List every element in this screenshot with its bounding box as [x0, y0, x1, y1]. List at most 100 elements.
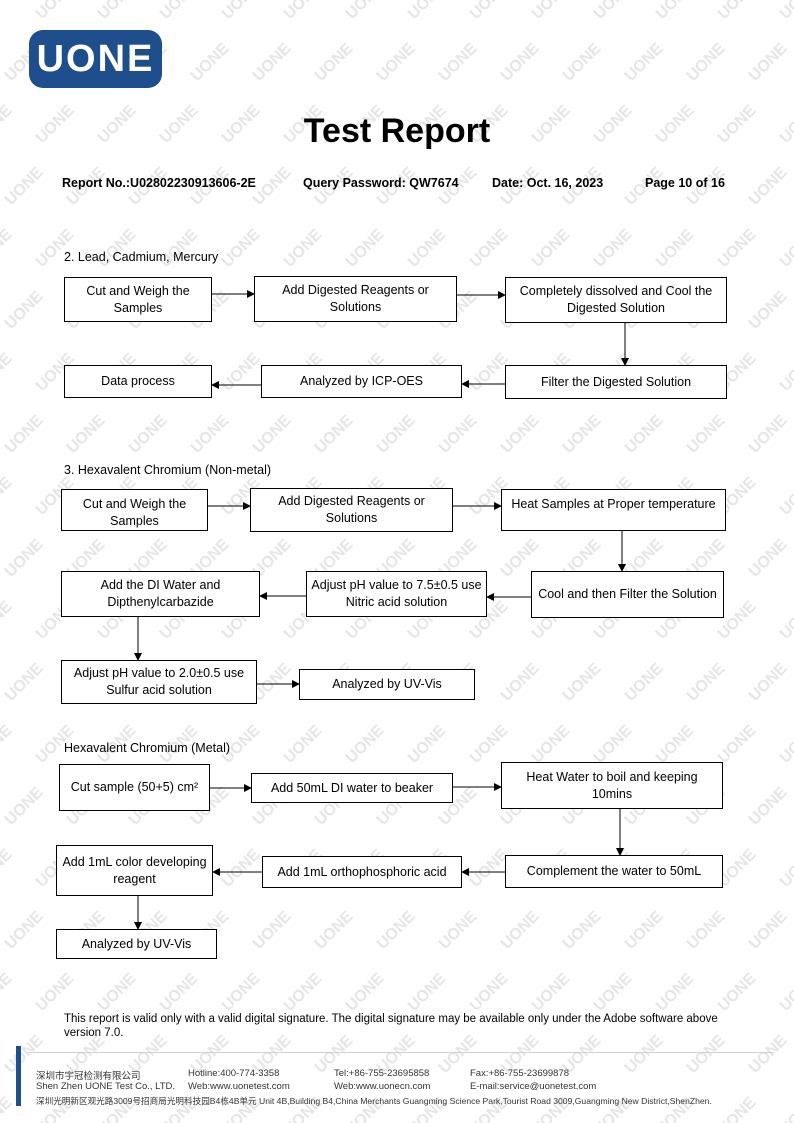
watermark-mark: UONE: [281, 970, 326, 1015]
watermark-mark: UONE: [188, 40, 233, 85]
watermark-mark: UONE: [219, 970, 264, 1015]
watermark-mark: UONE: [746, 164, 791, 209]
watermark-mark: UONE: [560, 660, 605, 705]
watermark-mark: UONE: [2, 164, 47, 209]
watermark-mark: UONE: [343, 970, 388, 1015]
report-number: Report No.:U02802230913606-2E: [62, 176, 256, 190]
step-adjust-ph-7-5: Adjust pH value to 7.5±0.5 use Nitric ac…: [306, 571, 487, 617]
watermark-mark: UONE: [250, 908, 295, 953]
watermark-mark: UONE: [0, 722, 16, 767]
watermark-mark: UONE: [405, 0, 450, 23]
watermark-mark: UONE: [2, 908, 47, 953]
watermark-mark: UONE: [591, 722, 636, 767]
step-add-di-beaker: Add 50mL DI water to beaker: [251, 773, 453, 803]
step-adjust-ph-2-0: Adjust pH value to 2.0±0.5 use Sulfur ac…: [61, 660, 257, 704]
watermark-mark: UONE: [529, 970, 574, 1015]
footer-web-2[interactable]: Web:www.uonecn.com: [334, 1081, 431, 1092]
watermark-mark: UONE: [746, 784, 791, 829]
watermark-mark: UONE: [0, 970, 16, 1015]
step-heat-boil: Heat Water to boil and keeping 10mins: [501, 762, 723, 809]
watermark-mark: UONE: [529, 0, 574, 23]
footer-email[interactable]: E-mail:service@uonetest.com: [470, 1081, 597, 1092]
watermark-mark: UONE: [684, 40, 729, 85]
watermark-mark: UONE: [250, 412, 295, 457]
watermark-mark: UONE: [0, 226, 16, 271]
step-cut-weigh-nonmetal: Cut and Weigh the Samples: [61, 489, 208, 531]
step-add-reagents-nonmetal: Add Digested Reagents or Solutions: [250, 488, 453, 532]
watermark-mark: UONE: [746, 536, 791, 581]
watermark-mark: UONE: [653, 722, 698, 767]
watermark-mark: UONE: [343, 226, 388, 271]
watermark-mark: UONE: [0, 598, 16, 643]
watermark-mark: UONE: [2, 536, 47, 581]
watermark-mark: UONE: [777, 1094, 794, 1123]
watermark-mark: UONE: [653, 226, 698, 271]
watermark-mark: UONE: [498, 40, 543, 85]
step-dissolve-cool: Completely dissolved and Cool the Digest…: [505, 277, 727, 323]
section-cr-metal-heading: Hexavalent Chromium (Metal): [64, 741, 231, 755]
watermark-mark: UONE: [2, 288, 47, 333]
watermark-mark: UONE: [467, 970, 512, 1015]
watermark-mark: UONE: [405, 970, 450, 1015]
footer-company-cn: 深圳市宇冠检测有限公司: [36, 1071, 141, 1082]
watermark-mark: UONE: [560, 908, 605, 953]
watermark-mark: UONE: [498, 412, 543, 457]
watermark-mark: UONE: [622, 412, 667, 457]
step-add-di-water: Add the DI Water and Dipthenylcarbazide: [61, 571, 260, 617]
step-data-process: Data process: [64, 365, 212, 398]
watermark-mark: UONE: [622, 660, 667, 705]
watermark-mark: UONE: [746, 1032, 791, 1077]
watermark-mark: UONE: [498, 660, 543, 705]
watermark-mark: UONE: [157, 0, 202, 23]
step-complement-water: Complement the water to 50mL: [505, 855, 723, 888]
watermark-mark: UONE: [374, 40, 419, 85]
report-title: Test Report: [303, 112, 491, 150]
footer-tel: Tel:+86-755-23695858: [334, 1068, 430, 1079]
watermark-mark: UONE: [250, 40, 295, 85]
footer-web-1[interactable]: Web:www.uonetest.com: [188, 1081, 290, 1092]
watermark-mark: UONE: [219, 0, 264, 23]
watermark-mark: UONE: [126, 412, 171, 457]
uone-logo: UONE: [29, 30, 162, 88]
watermark-mark: UONE: [157, 970, 202, 1015]
watermark-mark: UONE: [0, 474, 16, 519]
report-date: Date: Oct. 16, 2023: [492, 176, 604, 190]
watermark-mark: UONE: [0, 1094, 16, 1123]
watermark-mark: UONE: [467, 722, 512, 767]
footer-company-en: Shen Zhen UONE Test Co., LTD.: [36, 1081, 176, 1092]
step-uv-vis-metal: Analyzed by UV-Vis: [56, 929, 217, 959]
watermark-mark: UONE: [374, 908, 419, 953]
watermark-mark: UONE: [33, 0, 78, 23]
watermark-mark: UONE: [219, 350, 264, 395]
watermark-mark: UONE: [219, 226, 264, 271]
watermark-mark: UONE: [560, 40, 605, 85]
watermark-mark: UONE: [219, 846, 264, 891]
watermark-mark: UONE: [343, 722, 388, 767]
watermark-mark: UONE: [157, 226, 202, 271]
watermark-mark: UONE: [0, 846, 16, 891]
watermark-mark: UONE: [777, 350, 794, 395]
watermark-mark: UONE: [746, 288, 791, 333]
watermark-mark: UONE: [653, 0, 698, 23]
watermark-mark: UONE: [746, 40, 791, 85]
watermark-mark: UONE: [95, 226, 140, 271]
watermark-mark: UONE: [95, 0, 140, 23]
watermark-mark: UONE: [250, 164, 295, 209]
watermark-mark: UONE: [0, 0, 16, 23]
watermark-mark: UONE: [498, 908, 543, 953]
watermark-mark: UONE: [436, 412, 481, 457]
watermark-mark: UONE: [188, 412, 233, 457]
watermark-mark: UONE: [777, 598, 794, 643]
watermark-mark: UONE: [2, 412, 47, 457]
footer-divider: [28, 1052, 774, 1053]
watermark-mark: UONE: [622, 40, 667, 85]
watermark-mark: UONE: [467, 0, 512, 23]
step-heat-samples: Heat Samples at Proper temperature: [501, 489, 726, 531]
watermark-mark: UONE: [591, 226, 636, 271]
watermark-mark: UONE: [281, 722, 326, 767]
watermark-mark: UONE: [591, 970, 636, 1015]
footer-hotline: Hotline:400-774-3358: [188, 1068, 280, 1079]
watermark-mark: UONE: [684, 660, 729, 705]
footer-address: 深圳光明新区观光路3009号招商局光明科技园B4栋4B单元 Unit 4B,Bu…: [36, 1096, 712, 1106]
watermark-mark: UONE: [777, 846, 794, 891]
